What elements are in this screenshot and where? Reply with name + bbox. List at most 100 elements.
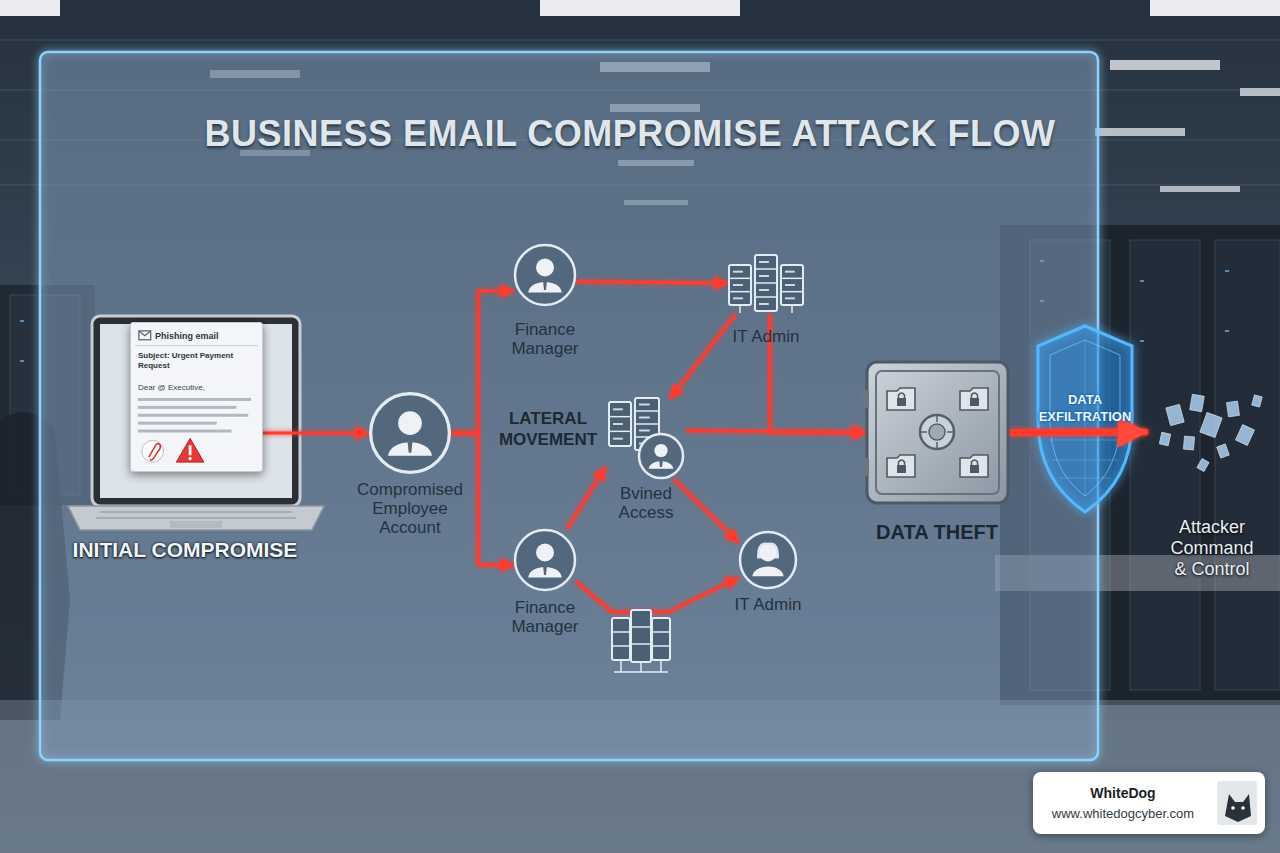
server-symbol-g-line: [631, 643, 651, 645]
server-person-icon: [605, 398, 687, 480]
vault-symbol-circle: [929, 424, 945, 440]
person-icon-path: [752, 567, 783, 577]
server-symbol-rect: [631, 610, 651, 662]
email-decoration-rect: [189, 445, 192, 455]
person-icon: [368, 391, 452, 475]
node-label: INITIAL COMPROMISE: [45, 537, 325, 562]
flow-arrow: [675, 480, 738, 542]
vault-symbol-path: [960, 388, 988, 410]
vault-symbol-rect: [970, 398, 979, 406]
ceiling-lights-rect: [1095, 128, 1185, 136]
server-icon-rect: [785, 284, 795, 286]
email-decoration-rect: [139, 331, 151, 340]
node-label: Finance Manager: [500, 320, 590, 358]
scattered-files-rect: [1252, 395, 1262, 407]
logo-mark-circle: [1231, 806, 1235, 810]
email-decoration-rect: [138, 414, 248, 417]
vault-symbol-g-line: [936, 415, 938, 422]
server-person-icon-rect: [639, 430, 650, 432]
logo-mark: [1033, 772, 1265, 834]
account-circle: Compromised Employee Account: [368, 391, 452, 475]
email-decoration-rect: [138, 398, 251, 401]
email-decoration-path: [176, 438, 204, 462]
scattered-files-rect: [1236, 425, 1255, 446]
server-symbol-rect: [652, 618, 670, 660]
ceiling-lights-rect: [1240, 88, 1280, 96]
diagram-title: BUSINESS EMAIL COMPROMISE ATTACK FLOW: [110, 112, 1150, 155]
vault-symbol-path: [972, 393, 978, 398]
person-icon-circle: [760, 545, 777, 562]
ceiling-lights-rect: [1110, 60, 1220, 70]
vault-symbol-rect: [970, 465, 979, 473]
server-icon-line: [755, 296, 777, 298]
vault-symbol-rect: [897, 398, 906, 406]
server-person-icon-rect: [639, 404, 650, 406]
vault-symbol-path: [887, 388, 915, 410]
person-icon-circle: [398, 411, 422, 435]
server-symbol-g-line: [620, 660, 622, 672]
server-icon-rect: [785, 271, 795, 273]
email-decoration-circle: [189, 457, 192, 460]
person-icon-path: [407, 440, 412, 453]
vault-symbol-path: [899, 393, 905, 398]
server-person-icon-line: [609, 416, 631, 418]
server-icon-rect: [733, 271, 743, 273]
person-icon: [738, 530, 798, 590]
vault-symbol: [865, 360, 1010, 505]
vault-symbol-path: [972, 460, 978, 465]
person-icon-path: [543, 280, 547, 290]
server-icon-line: [729, 278, 751, 280]
node-label: Phishing email: [155, 331, 260, 342]
server-symbol-g: [612, 627, 670, 672]
email-decoration-circle: [142, 440, 164, 462]
server-symbol-g-line: [660, 660, 662, 672]
server-icon-line: [739, 305, 741, 313]
ceiling-lights-rect: [1160, 186, 1240, 192]
annotation-label: LATERAL MOVEMENT: [493, 408, 603, 450]
node-label: WhiteDog: [1033, 785, 1213, 802]
server-leds-rect: [1140, 340, 1144, 342]
glass-panel: [40, 52, 1098, 760]
server-symbol-g-line: [640, 662, 642, 672]
vault-symbol-rect: [862, 458, 869, 476]
person-icon-circle: [536, 259, 554, 277]
server-person-icon-rect: [613, 408, 623, 410]
server-icon-rect: [785, 297, 795, 299]
server-icon-rect: [759, 303, 769, 305]
server-icon-rect: [759, 289, 769, 291]
server-node: IT Admin: [727, 255, 805, 315]
server-icon-rect: [781, 265, 803, 305]
server-icon-line: [791, 305, 793, 313]
node-label: Bvined Access: [601, 484, 691, 522]
server-symbol-g-line: [612, 645, 630, 647]
server-symbol: [612, 610, 670, 672]
server-symbol-g-line: [652, 645, 670, 647]
attacker-node: Attacker Command & Control: [1145, 395, 1270, 585]
data-vault: DATA THEFT: [865, 360, 1010, 505]
server-racks-rect: [1130, 240, 1200, 690]
server-icon-rect: [755, 255, 777, 311]
edge-label: DATA EXFILTRATION: [1035, 391, 1135, 425]
flow-arrow: [452, 433, 513, 565]
server-symbol-rect: [612, 618, 630, 660]
laptop-path: [68, 506, 324, 530]
brand-box: WhiteDogwww.whitedogcyber.com: [1033, 772, 1265, 834]
server-leds-rect: [20, 360, 24, 362]
server-symbol-g-line: [612, 631, 630, 633]
vault-symbol-circle: [920, 415, 954, 449]
node-label: Attacker Command & Control: [1167, 517, 1257, 580]
flow-arrow: [452, 291, 513, 433]
server-icon-line: [755, 282, 777, 284]
vault-symbol-rect: [862, 390, 869, 408]
phishing-email-card: Phishing emailSubject: Urgent Payment Re…: [130, 322, 263, 472]
vault-symbol-rect: [876, 371, 999, 494]
email-decoration-path: [149, 444, 161, 460]
laptop: [68, 316, 324, 530]
ceiling-lights-rect: [540, 0, 740, 16]
scattered-files-rect: [1166, 404, 1184, 425]
flow-arrow: [577, 578, 738, 612]
person-icon-circle: [536, 544, 554, 562]
access-node: Bvined Access: [605, 398, 687, 480]
logo-mark-rect: [1217, 781, 1257, 825]
